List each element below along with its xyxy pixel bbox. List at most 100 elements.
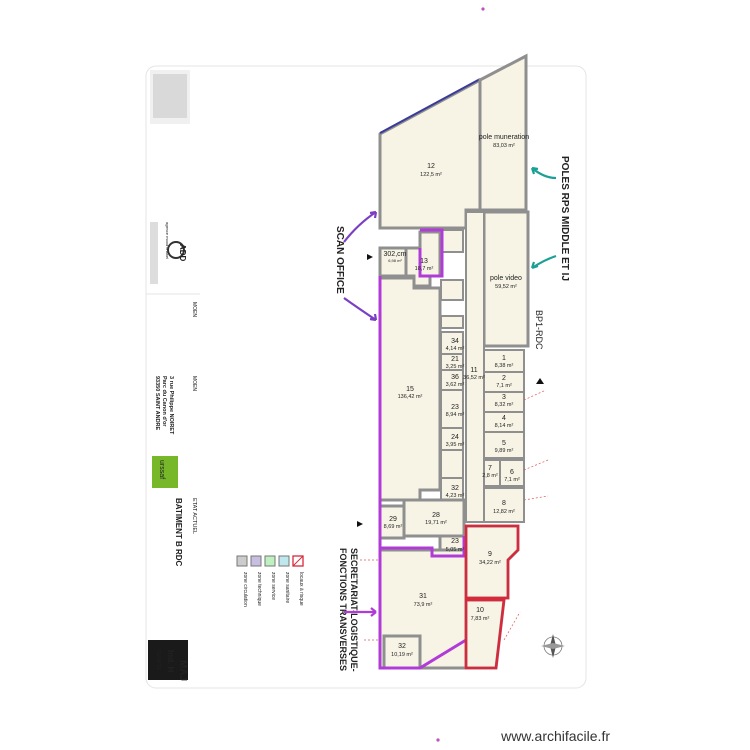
room-34-area: 4,14 m² bbox=[446, 346, 465, 352]
address-line-1: 3 rue Philippe NOIRET bbox=[168, 376, 174, 435]
room-7-area: 2,8 m² bbox=[482, 473, 498, 479]
room-13-num: 13 bbox=[420, 258, 428, 265]
cartouche-header-text bbox=[153, 74, 187, 118]
agency-details bbox=[150, 222, 158, 284]
room-15-area: 136,42 m² bbox=[398, 394, 423, 400]
room-10-area: 7,83 m² bbox=[471, 616, 490, 622]
room-302cm bbox=[378, 246, 408, 278]
legend: locaux à risque zone sanitaire zone serv… bbox=[236, 555, 304, 607]
annotation-level: BP1-RDC bbox=[534, 310, 544, 350]
room-8-num: 8 bbox=[502, 500, 506, 507]
room-34-num: 34 bbox=[451, 338, 459, 345]
risk-zone-9 bbox=[464, 524, 520, 600]
room-9-area: 34,22 m² bbox=[479, 560, 501, 566]
dimension-callouts bbox=[360, 389, 549, 641]
urssaf-logo-text: urssaf bbox=[158, 460, 165, 479]
legend-swatch-circulation bbox=[236, 555, 248, 567]
legend-label-service: zone service bbox=[270, 572, 276, 600]
room-29-num: 29 bbox=[389, 516, 397, 523]
arrow-secretariat bbox=[344, 607, 377, 617]
room-23a-area: 8,94 m² bbox=[446, 412, 465, 418]
room-4-area: 8,14 m² bbox=[495, 423, 514, 429]
room-24-num: 24 bbox=[451, 434, 459, 441]
arrow-poles-top bbox=[530, 166, 557, 180]
annotation-secretariat-line2: FONCTIONS TRANSVERSES bbox=[338, 548, 348, 671]
room-pole-muneration-num: pole muneration bbox=[479, 134, 529, 141]
callout-line-4 bbox=[503, 611, 521, 641]
sheet-dot-bottom bbox=[436, 738, 440, 742]
entrance-marker-top bbox=[367, 254, 373, 260]
room-3-area: 8,32 m² bbox=[495, 402, 514, 408]
legend-swatch-risk-hatch bbox=[292, 555, 304, 567]
zone-31-outline bbox=[378, 548, 467, 670]
drawing-title: BATIMENT B RDC bbox=[174, 498, 183, 567]
watermark: www.archifacile.fr bbox=[501, 728, 610, 744]
top-edge-violet bbox=[379, 78, 481, 134]
room-32b-num: 32 bbox=[398, 643, 406, 650]
address-line-3: 93350 SAINT ANDRE bbox=[154, 376, 160, 431]
room-6 bbox=[499, 459, 525, 487]
room-23a-num: 23 bbox=[451, 404, 459, 411]
entrance-marker-right bbox=[536, 378, 544, 384]
room-21-area: 3,25 m² bbox=[446, 364, 465, 370]
add-logo-text: ADD bbox=[178, 244, 187, 262]
room-6-num: 6 bbox=[510, 469, 514, 476]
room-small-b bbox=[440, 279, 464, 301]
add-logo: ADD bbox=[167, 241, 187, 262]
annotation-scan-office: SCAN OFFICE bbox=[334, 226, 345, 294]
room-2-num: 2 bbox=[502, 375, 506, 382]
add-logo-mark bbox=[167, 241, 185, 259]
arrow-scan-bottom bbox=[343, 297, 378, 322]
room-3-num: 3 bbox=[502, 394, 506, 401]
room-32a-num: 32 bbox=[451, 485, 459, 492]
arrow-scan-top bbox=[343, 210, 378, 243]
room-small-a bbox=[440, 229, 464, 253]
room-small-c bbox=[440, 315, 464, 329]
room-1-num: 1 bbox=[502, 355, 506, 362]
risk-zone-10 bbox=[464, 598, 506, 670]
address-line-2: Parc du Canon d'or bbox=[161, 376, 167, 427]
agency-name: agence mood chanel bbox=[165, 222, 170, 259]
room-pole-muneration bbox=[478, 53, 528, 212]
room-28 bbox=[402, 498, 466, 538]
room-8-area: 12,82 m² bbox=[493, 509, 515, 515]
room-28-area: 19,71 m² bbox=[425, 520, 447, 526]
room-5-area: 9,89 m² bbox=[495, 448, 514, 454]
pointer-arrows bbox=[343, 166, 557, 617]
arrow-poles-bottom bbox=[530, 254, 557, 270]
callout-line-2 bbox=[523, 459, 549, 471]
zone-15-outline bbox=[378, 276, 466, 558]
room-24-area: 3,95 m² bbox=[446, 442, 465, 448]
room-15-num: 15 bbox=[406, 386, 414, 393]
room-7-num: 7 bbox=[488, 465, 492, 472]
room-2-area: 7,1 m² bbox=[496, 383, 512, 389]
maj-box bbox=[148, 640, 188, 680]
room-sanitaire bbox=[440, 449, 464, 479]
room-12-num: 12 bbox=[427, 163, 435, 170]
room-36-area: 3,62 m² bbox=[446, 382, 465, 388]
room-13-area: 18,7 m² bbox=[415, 266, 434, 272]
room-21-num: 21 bbox=[451, 356, 459, 363]
north-arrow bbox=[541, 634, 565, 658]
moen-label-1: MOEN bbox=[191, 376, 197, 391]
room-5 bbox=[483, 431, 525, 459]
room-pole-muneration-area: 83,03 m² bbox=[493, 143, 515, 149]
room-31-area: 73,9 m² bbox=[414, 602, 433, 608]
room-23b-area: 5,05 m² bbox=[446, 547, 465, 553]
room-12-area: 122,5 m² bbox=[420, 172, 442, 178]
room-23b-num: 23 bbox=[451, 538, 459, 545]
room-6-area: 7,1 m² bbox=[504, 477, 520, 483]
room-10-num: 10 bbox=[476, 607, 484, 614]
annotation-secretariat-line1: SECRETARIAT-LOGISTIQUE- bbox=[349, 548, 359, 672]
sheet-dot-top bbox=[481, 7, 485, 11]
room-32a-area: 4,23 m² bbox=[446, 493, 465, 499]
moen-label-2: MOEN bbox=[191, 302, 197, 317]
legend-label-risk: locaux à risque bbox=[298, 572, 304, 606]
cartouche: MAJ Ind. H 01/06/23 BATIMENT B RDC ETAT … bbox=[146, 70, 304, 681]
legend-swatch-service bbox=[264, 555, 276, 567]
room-9-num: 9 bbox=[488, 551, 492, 558]
room-4-num: 4 bbox=[502, 415, 506, 422]
room-32b-area: 10,19 m² bbox=[391, 652, 413, 658]
room-302cm-area: 6,98 m² bbox=[388, 258, 402, 263]
